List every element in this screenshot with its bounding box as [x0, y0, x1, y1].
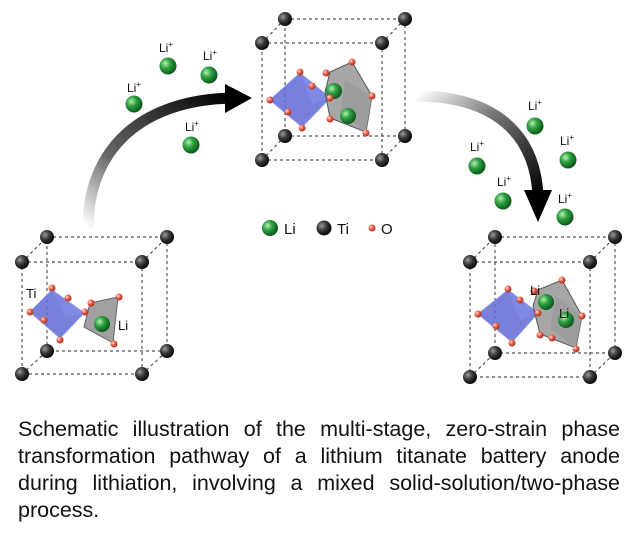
li-ion: Li+ [494, 174, 512, 210]
li-atom [558, 312, 574, 328]
svg-text:Li+: Li+ [203, 48, 217, 63]
lithiation-diagram: Ti Li [15, 12, 622, 384]
ti-atoms [463, 230, 622, 384]
li-ion: Li+ [182, 119, 200, 154]
li-ion: Li+ [559, 133, 577, 169]
svg-text:Li+: Li+ [470, 139, 484, 154]
li-label: Li [559, 306, 569, 321]
crystal-cell-intermediate [255, 12, 412, 167]
ti-atoms [15, 230, 174, 381]
lithiation-arrow-1 [82, 84, 252, 229]
svg-text:Ti: Ti [337, 221, 349, 238]
legend-item-li: Li [262, 220, 296, 238]
li-ions-outgoing: Li+ Li+ Li+ Li+ Li+ [468, 98, 577, 226]
crystal-cell-initial: Ti Li [15, 230, 174, 381]
li-ion: Li+ [159, 40, 177, 75]
svg-text:Li+: Li+ [185, 119, 199, 134]
ti-label: Ti [26, 286, 36, 301]
li-atom [340, 108, 356, 124]
lithiation-arrow-2 [415, 90, 552, 222]
li-ion: Li+ [200, 48, 218, 84]
svg-text:Li+: Li+ [560, 133, 574, 148]
crystal-cell-final: Li Li [463, 230, 622, 384]
legend: Li Ti O [262, 220, 393, 238]
li-ion: Li+ [125, 80, 143, 113]
svg-text:Li: Li [284, 221, 296, 238]
li-label: Li [118, 318, 128, 333]
legend-item-o: O [368, 221, 393, 238]
svg-text:Li+: Li+ [497, 174, 511, 189]
svg-text:Li+: Li+ [127, 80, 141, 95]
li-atom [538, 294, 554, 310]
li-ion: Li+ [556, 191, 574, 226]
ti-atoms [255, 12, 412, 167]
svg-text:O: O [381, 221, 393, 238]
li-label: Li [530, 283, 540, 298]
li-ions-incoming: Li+ Li+ Li+ Li+ [125, 40, 218, 154]
o-atoms [26, 284, 123, 348]
li-atom [94, 316, 110, 332]
svg-text:Li+: Li+ [558, 191, 572, 206]
o-atoms [266, 58, 376, 137]
svg-text:Li+: Li+ [159, 40, 173, 55]
legend-item-ti: Ti [316, 220, 349, 238]
o-atoms [474, 276, 586, 353]
li-ion: Li+ [468, 139, 486, 175]
li-ion: Li+ [526, 98, 544, 135]
svg-text:Li+: Li+ [528, 98, 542, 113]
figure-caption: Schematic illustration of the multi-stag… [18, 417, 620, 522]
